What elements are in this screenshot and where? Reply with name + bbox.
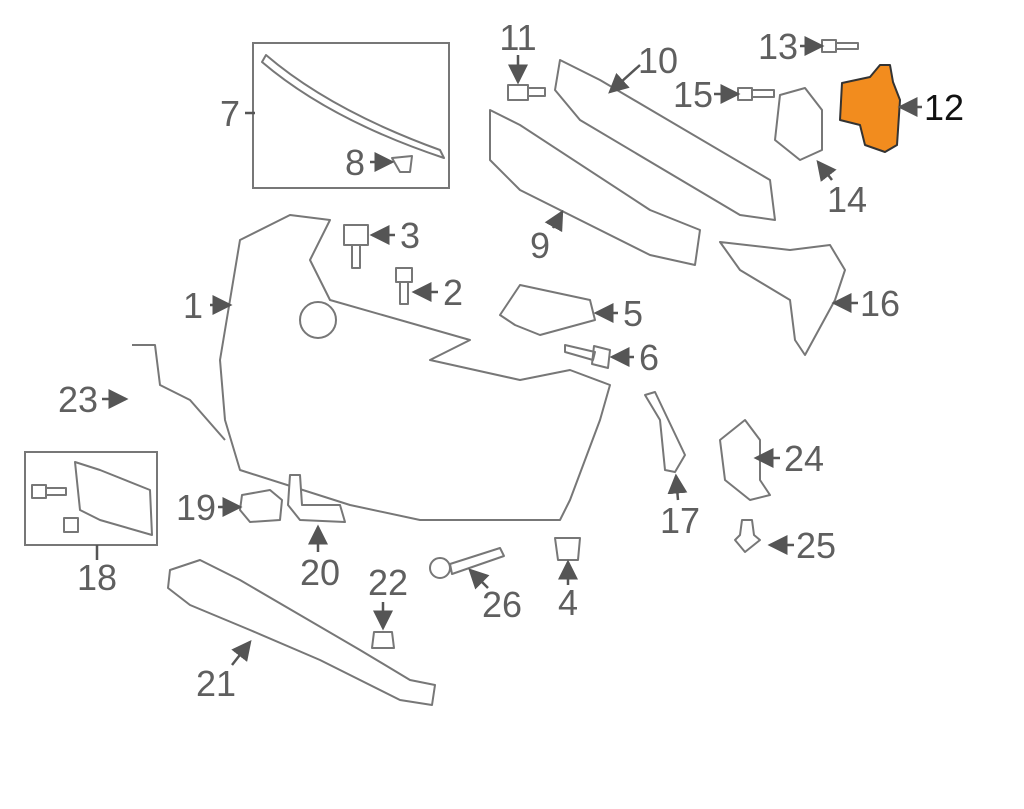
part-15-bolt[interactable] bbox=[737, 87, 775, 101]
label-5: 5 bbox=[623, 293, 643, 334]
part-5-bracket[interactable] bbox=[499, 284, 596, 336]
part-10-reinforcement[interactable] bbox=[554, 59, 776, 221]
part-17-molding[interactable] bbox=[644, 391, 686, 473]
label-20: 20 bbox=[300, 552, 340, 593]
part-16-retainer[interactable] bbox=[719, 241, 846, 356]
label-24: 24 bbox=[784, 438, 824, 479]
part-25-clip[interactable] bbox=[734, 519, 761, 553]
part-23-wire-harness bbox=[132, 344, 226, 441]
label-17: 17 bbox=[660, 500, 700, 541]
label-15: 15 bbox=[673, 74, 713, 115]
label-25: 25 bbox=[796, 525, 836, 566]
part-4-clip[interactable] bbox=[554, 537, 581, 561]
part-21-undercover[interactable] bbox=[167, 559, 436, 706]
part-1-emblem bbox=[299, 301, 337, 339]
part-12-bracket[interactable] bbox=[839, 64, 901, 153]
label-11: 11 bbox=[499, 17, 536, 58]
part-18-clip[interactable] bbox=[63, 517, 79, 533]
label-16: 16 bbox=[860, 283, 900, 324]
leader-lines bbox=[95, 36, 922, 666]
part-19-sensor[interactable] bbox=[239, 489, 283, 523]
label-26: 26 bbox=[482, 584, 522, 625]
group-box-7 bbox=[252, 42, 450, 189]
group-box-18 bbox=[24, 451, 158, 546]
label-22: 22 bbox=[368, 562, 408, 603]
part-14-bracket[interactable] bbox=[774, 87, 823, 161]
part-18-bolt[interactable] bbox=[31, 484, 67, 499]
label-6: 6 bbox=[639, 337, 659, 378]
label-13: 13 bbox=[758, 26, 798, 67]
part-7-molding[interactable] bbox=[261, 54, 445, 159]
label-21: 21 bbox=[196, 663, 236, 704]
part-18-plate-bracket[interactable] bbox=[74, 461, 153, 536]
part-22-clip[interactable] bbox=[371, 631, 395, 649]
label-7: 7 bbox=[220, 93, 240, 134]
label-12: 12 bbox=[924, 87, 964, 128]
part-3-bolt[interactable] bbox=[343, 224, 369, 269]
label-18: 18 bbox=[77, 557, 117, 598]
label-9: 9 bbox=[530, 225, 550, 266]
label-19: 19 bbox=[176, 487, 216, 528]
label-8: 8 bbox=[345, 142, 365, 183]
part-9-absorber[interactable] bbox=[489, 109, 701, 266]
part-13-bolt[interactable] bbox=[821, 39, 859, 53]
part-6-bolt[interactable] bbox=[564, 344, 611, 369]
label-1: 1 bbox=[183, 285, 203, 326]
label-2: 2 bbox=[443, 272, 463, 313]
part-1-bumper-cover[interactable] bbox=[219, 214, 611, 521]
label-14: 14 bbox=[827, 179, 867, 220]
part-8-clip[interactable] bbox=[391, 155, 413, 173]
label-4: 4 bbox=[558, 582, 578, 623]
part-11-bolt[interactable] bbox=[507, 84, 546, 101]
part-26-tow-hook[interactable] bbox=[429, 547, 505, 579]
part-2-bolt[interactable] bbox=[395, 267, 413, 305]
part-24-bracket[interactable] bbox=[719, 419, 771, 501]
label-10: 10 bbox=[638, 40, 678, 81]
label-3: 3 bbox=[400, 215, 420, 256]
part-20-bracket[interactable] bbox=[287, 474, 346, 523]
label-23: 23 bbox=[58, 379, 98, 420]
